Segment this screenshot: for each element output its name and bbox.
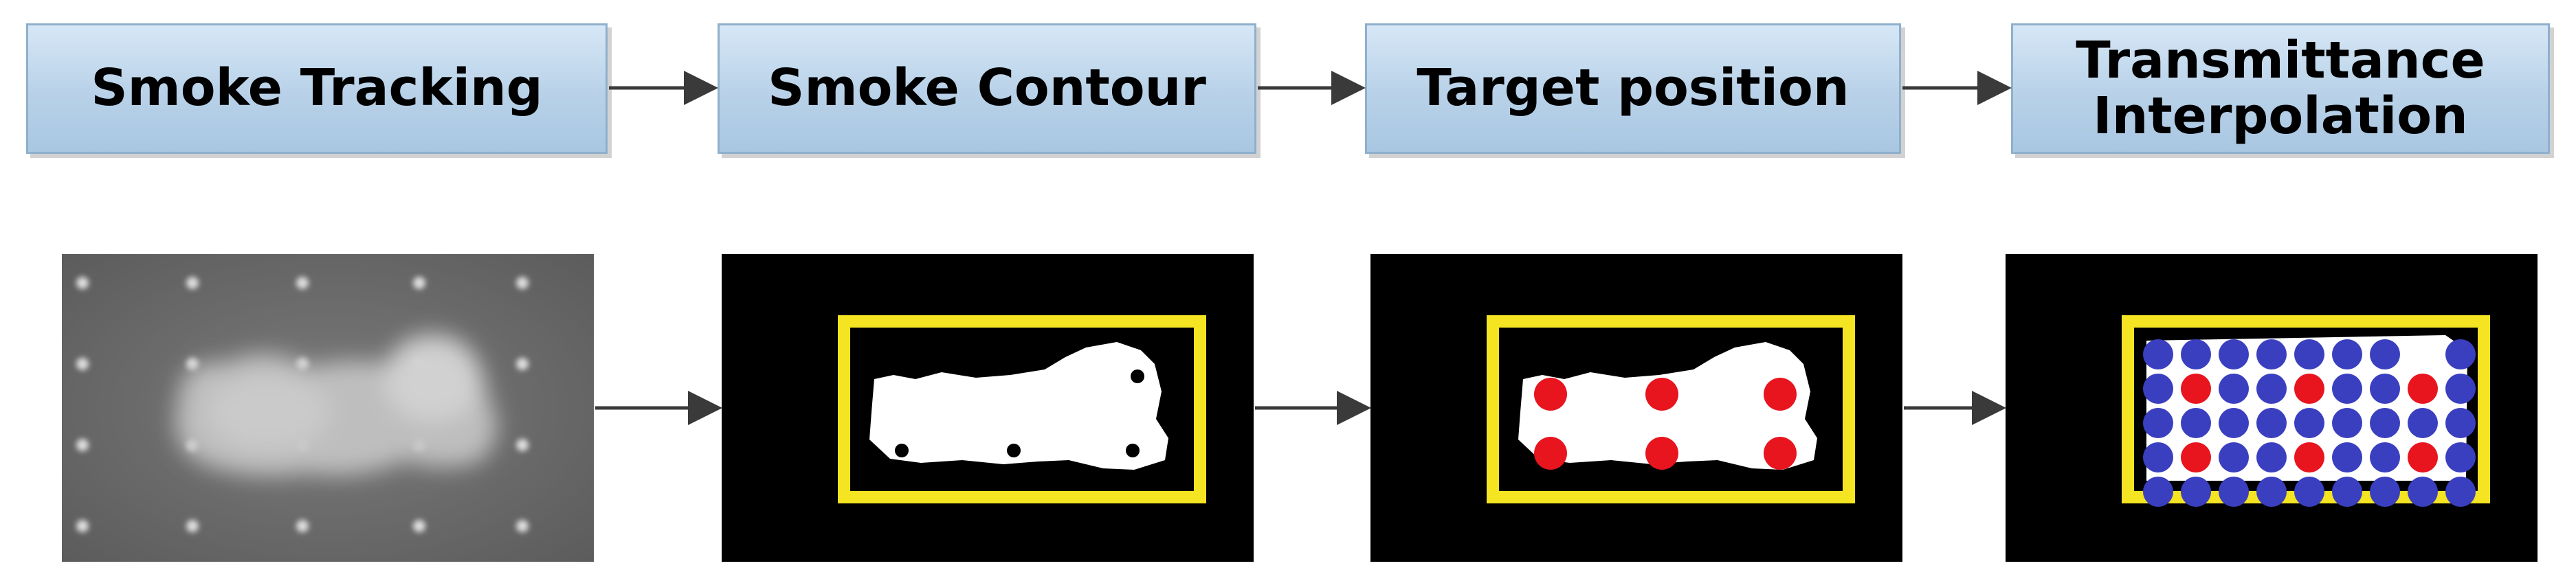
smoke-contour-image [722, 254, 1254, 562]
target-point [1645, 378, 1678, 411]
smoke-tracking-image [62, 254, 594, 562]
interpolated-point [2445, 408, 2476, 438]
interpolated-point [2181, 477, 2211, 507]
interpolated-point [2370, 442, 2400, 472]
interpolated-point [2219, 442, 2249, 472]
interpolated-point [2219, 408, 2249, 438]
interpolated-point [2143, 408, 2173, 438]
measured-point [2408, 374, 2438, 404]
reference-dot [76, 277, 89, 289]
reference-dot [516, 520, 529, 532]
step-label: Smoke Tracking [91, 58, 543, 118]
interpolated-point [2143, 442, 2173, 472]
target-point [1764, 437, 1797, 470]
reference-dot [296, 277, 309, 289]
target-position-image [1370, 254, 1902, 562]
measured-point [2181, 374, 2211, 404]
measured-point [2181, 442, 2211, 472]
smoke-plume [175, 333, 497, 476]
interpolated-point [2445, 477, 2476, 507]
interpolated-point [2332, 408, 2362, 438]
target-point [1645, 437, 1678, 470]
interpolated-point [2256, 339, 2287, 369]
interpolation-grid [2143, 339, 2476, 507]
interpolated-point [2294, 477, 2324, 507]
reference-dot [516, 277, 529, 289]
interpolated-point [2370, 374, 2400, 404]
interpolated-point [2181, 408, 2211, 438]
reference-dot [296, 520, 309, 532]
step-label: Target position [1417, 58, 1850, 118]
interpolated-point [2256, 374, 2287, 404]
reference-dot [516, 439, 529, 451]
interpolated-point [2370, 477, 2400, 507]
interpolated-point [2143, 339, 2173, 369]
interpolated-point [2370, 408, 2400, 438]
step-box-transmittance-interpolation: Transmittance Interpolation [2011, 23, 2550, 154]
reference-dot [413, 520, 425, 532]
target-hole [1007, 444, 1021, 457]
target-hole [1126, 444, 1140, 457]
interpolated-point [2332, 442, 2362, 472]
interpolated-point [2143, 477, 2173, 507]
interpolated-point [2219, 477, 2249, 507]
step-box-target-position: Target position [1365, 23, 1901, 154]
reference-dot [76, 520, 89, 532]
interpolated-point [2256, 477, 2287, 507]
transmittance-interpolation-image [2006, 254, 2538, 562]
target-point [1534, 378, 1567, 411]
bounding-frame [838, 315, 1206, 503]
reference-dots [76, 277, 529, 532]
reference-dot [186, 520, 199, 532]
interpolated-point [2219, 339, 2249, 369]
reference-dot [76, 439, 89, 451]
interpolated-point [2370, 339, 2400, 369]
target-point [1764, 378, 1797, 411]
step-box-smoke-tracking: Smoke Tracking [26, 23, 608, 154]
reference-dot [76, 358, 89, 370]
measured-point [2408, 442, 2438, 472]
interpolated-point [2445, 374, 2476, 404]
reference-dot [413, 277, 425, 289]
interpolated-point [2332, 339, 2362, 369]
interpolated-point [2256, 442, 2287, 472]
measured-point [2294, 374, 2324, 404]
step-label: Transmittance Interpolation [2076, 30, 2485, 146]
interpolated-point [2219, 374, 2249, 404]
reference-dot [186, 277, 199, 289]
measured-point [2294, 442, 2324, 472]
reference-dot [516, 358, 529, 370]
interpolated-point [2408, 477, 2438, 507]
interpolated-point [2332, 477, 2362, 507]
interpolated-point [2332, 374, 2362, 404]
interpolated-point [2181, 339, 2211, 369]
interpolated-point [2256, 408, 2287, 438]
step-label: Smoke Contour [768, 58, 1206, 118]
target-hole [1131, 369, 1144, 383]
target-point [1534, 437, 1567, 470]
interpolated-point [2445, 442, 2476, 472]
interpolated-point [2408, 408, 2438, 438]
interpolated-point [2294, 339, 2324, 369]
interpolated-point [2294, 408, 2324, 438]
interpolated-point [2445, 339, 2476, 369]
target-hole [895, 444, 909, 457]
bounding-frame [1487, 315, 1855, 503]
step-box-smoke-contour: Smoke Contour [718, 23, 1256, 154]
smoke-contour-blob [869, 342, 1168, 470]
interpolated-point [2143, 374, 2173, 404]
target-points [1534, 378, 1797, 470]
target-holes [895, 369, 1144, 457]
